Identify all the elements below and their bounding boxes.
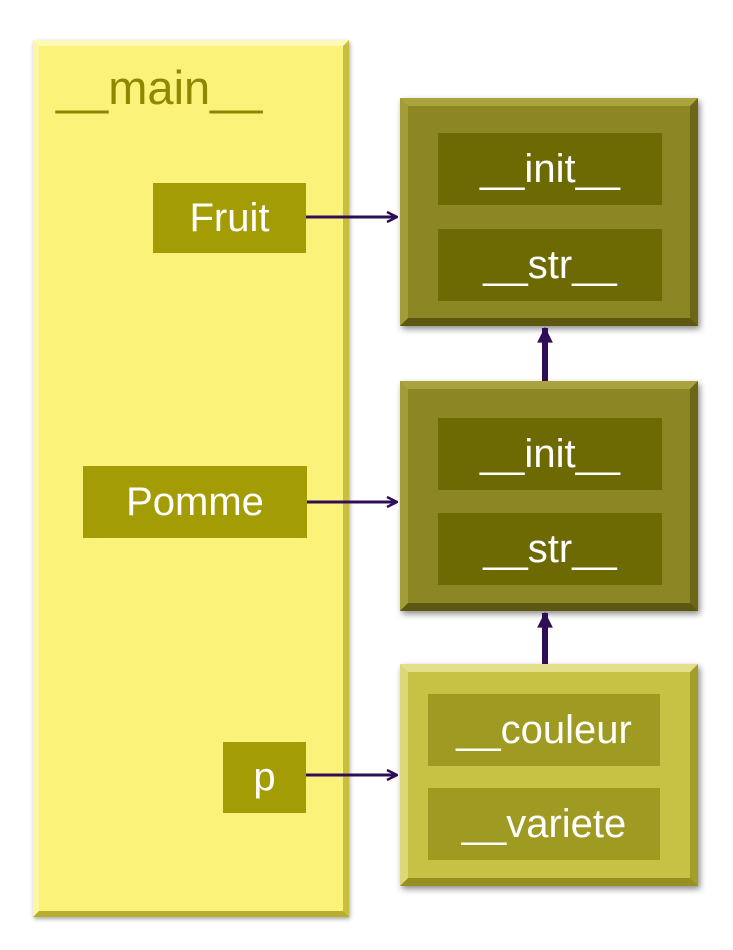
fruit-method-init: __init__ <box>438 133 662 205</box>
attribute-variete: __variete <box>428 788 660 860</box>
pomme-method-str: __str__ <box>438 513 662 585</box>
class-pomme-box: __init__ __str__ <box>400 381 698 611</box>
instance-p-box: __couleur __variete <box>400 664 698 886</box>
pomme-method-init: __init__ <box>438 418 662 490</box>
attribute-couleur: __couleur <box>428 694 660 766</box>
fruit-method-str: __str__ <box>438 229 662 301</box>
namespace-title: __main__ <box>56 61 263 114</box>
name-fruit: Fruit <box>153 183 306 253</box>
class-fruit-box: __init__ __str__ <box>400 98 698 326</box>
name-p: p <box>223 742 306 813</box>
name-pomme: Pomme <box>83 466 307 538</box>
